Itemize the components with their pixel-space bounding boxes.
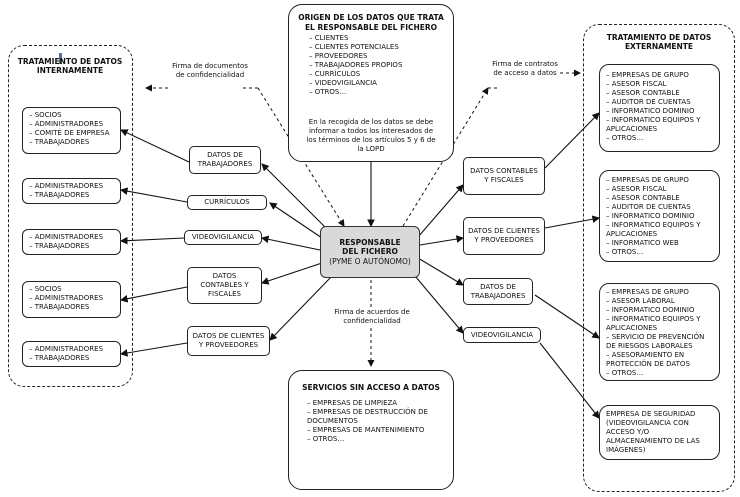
label-datos-contables: DATOS CONTABLES Y FISCALES <box>187 267 262 304</box>
list-item: – INFORMATICO DOMINIO <box>606 212 695 220</box>
internal-panel-title: TRATAMIENTO DE DATOS INTERNAMENTE <box>17 57 123 75</box>
list-item: – AUDITOR DE CUENTAS <box>606 98 691 106</box>
list-item: – CURRÍCULOS <box>309 70 361 78</box>
list-item: – INFORMATICO DOMINIO <box>606 306 695 314</box>
internal-group-1: – SOCIOS – ADMINISTRADORES – COMITÉ DE E… <box>22 107 121 154</box>
list-item: – ADMINISTRADORES <box>29 294 104 302</box>
label-videovigilancia: VIDEOVIGILANCIA <box>184 230 262 245</box>
arrow-to-r-contables <box>417 184 464 238</box>
list-item: – ADMINISTRADORES <box>29 120 104 128</box>
list-item: – CLIENTES <box>309 34 349 42</box>
arrow-to-datos-contables <box>260 261 326 285</box>
list-item: – TRABAJADORES PROPIOS <box>309 61 403 69</box>
central-title: RESPONSABLE DEL FICHERO <box>339 237 401 257</box>
label-r-datos-contables: DATOS CONTABLES Y FISCALES <box>463 157 545 195</box>
internal-group-5: – ADMINISTRADORES – TRABAJADORES <box>22 341 121 367</box>
list-item: – AUDITOR DE CUENTAS <box>606 203 691 211</box>
list-item: – COMITÉ DE EMPRESA <box>29 129 110 137</box>
list-item: – VIDEOVIGILANCIA <box>309 79 377 87</box>
internal-panel <box>8 45 133 387</box>
origin-note: En la recogida de los datos se debe info… <box>305 118 437 154</box>
label-datos-trabajadores: DATOS DE TRABAJADORES <box>189 146 261 174</box>
arrow-to-r-group-1 <box>544 112 600 169</box>
list-item: – SERVICIO DE PREVENCIÓN DE RIESGOS LABO… <box>606 333 705 350</box>
list-item: – ASESOR FISCAL <box>606 185 667 193</box>
external-panel-title: TRATAMIENTO DE DATOS EXTERNAMENTE <box>606 33 712 51</box>
list-item: – INFORMATICO EQUIPOS Y APLICACIONES <box>606 315 701 332</box>
list-item: – ASESORAMIENTO EN PROTECCIÓN DE DATOS <box>606 351 690 368</box>
services-title: SERVICIOS SIN ACCESO A DATOS <box>302 383 440 392</box>
arrow-to-r-trabajadores <box>417 257 464 286</box>
label-datos-clientes: DATOS DE CLIENTES Y PROVEEDORES <box>187 326 270 356</box>
list-item: – SOCIOS <box>29 285 62 293</box>
list-item: – OTROS… <box>606 134 644 142</box>
internal-group-4: – SOCIOS – ADMINISTRADORES – TRABAJADORE… <box>22 281 121 318</box>
arrow-to-r-video <box>409 269 464 334</box>
arrow-to-r-clientes <box>419 235 465 246</box>
list-item: – ASESOR CONTABLE <box>606 194 680 202</box>
list-item: – ADMINISTRADORES <box>29 345 104 353</box>
list-item: – EMPRESAS DE MANTENIMIENTO <box>307 425 425 434</box>
list-item: – ADMINISTRADORES <box>29 233 104 241</box>
label-r-datos-trabajadores: DATOS DE TRABAJADORES <box>463 278 533 305</box>
list-item: – TRABAJADORES <box>29 242 90 250</box>
list-item: – INFORMATICO WEB <box>606 239 679 247</box>
external-group-2: – EMPRESAS DE GRUPO – ASESOR FISCAL – AS… <box>599 170 720 262</box>
internal-group-2: – ADMINISTRADORES – TRABAJADORES <box>22 178 121 204</box>
arrow-to-curriculos <box>269 202 326 241</box>
list-item: – CLIENTES POTENCIALES <box>309 43 399 51</box>
list-item: – ASESOR LABORAL <box>606 297 675 305</box>
list-item: – SOCIOS <box>29 111 62 119</box>
list-item: – OTROS… <box>309 88 347 96</box>
list-item: – INFORMATICO EQUIPOS Y APLICACIONES <box>606 116 701 133</box>
central-subtitle: (PYME O AUTÓNOMO) <box>329 256 411 266</box>
list-item: – PROVEEDORES <box>309 52 368 60</box>
list-item: EMPRESA DE SEGURIDAD (VIDEOVIGILANCIA CO… <box>606 410 700 454</box>
label-r-datos-clientes: DATOS DE CLIENTES Y PROVEEDORES <box>463 217 545 255</box>
list-item: – TRABAJADORES <box>29 191 90 199</box>
list-item: – EMPRESAS DE GRUPO <box>606 176 689 184</box>
list-item: – INFORMATICO DOMINIO <box>606 107 695 115</box>
arrow-to-videovigilancia <box>260 235 321 251</box>
arrow-to-group-3 <box>119 236 185 245</box>
arrow-to-r-group-4 <box>539 342 600 419</box>
list-item: – TRABAJADORES <box>29 138 90 146</box>
arrow-to-datos-clientes <box>269 274 334 341</box>
list-item: – INFORMATICO EQUIPOS Y APLICACIONES <box>606 221 701 238</box>
services-box: SERVICIOS SIN ACCESO A DATOS – EMPRESAS … <box>288 370 454 490</box>
list-item: – ASESOR FISCAL <box>606 80 667 88</box>
list-item: – TRABAJADORES <box>29 354 90 362</box>
label-curriculos: CURRÍCULOS <box>187 195 267 210</box>
list-item: – OTROS… <box>307 434 345 443</box>
central-box: RESPONSABLE DEL FICHERO (PYME O AUTÓNOMO… <box>320 226 420 278</box>
list-item: – EMPRESAS DE DESTRUCCIÓN DE DOCUMENTOS <box>307 407 428 425</box>
list-item: – EMPRESAS DE GRUPO <box>606 288 689 296</box>
left-note: Firma de documentos de confidencialidad <box>172 62 248 79</box>
list-item: – OTROS… <box>606 369 644 377</box>
bottom-note: Firma de acuerdos de confidencialidad <box>332 308 412 326</box>
external-group-3: – EMPRESAS DE GRUPO – ASESOR LABORAL – I… <box>599 283 720 381</box>
text-cursor <box>59 53 62 64</box>
arrow-to-r-group-3 <box>534 294 600 339</box>
origin-title: ORIGEN DE LOS DATOS QUE TRATA EL RESPONS… <box>298 13 444 32</box>
list-item: – EMPRESAS DE LIMPIEZA <box>307 398 398 407</box>
right-note: Firma de contratos de acceso a datos <box>492 60 558 77</box>
list-item: – TRABAJADORES <box>29 303 90 311</box>
arrow-to-datos-trabajadores <box>261 163 331 233</box>
list-item: – OTROS… <box>606 248 644 256</box>
internal-group-3: – ADMINISTRADORES – TRABAJADORES <box>22 229 121 255</box>
external-group-4: EMPRESA DE SEGURIDAD (VIDEOVIGILANCIA CO… <box>599 405 720 460</box>
label-r-videovigilancia: VIDEOVIGILANCIA <box>463 327 541 343</box>
external-group-1: – EMPRESAS DE GRUPO – ASESOR FISCAL – AS… <box>599 64 720 152</box>
list-item: – ASESOR CONTABLE <box>606 89 680 97</box>
list-item: – ADMINISTRADORES <box>29 182 104 190</box>
arrow-to-r-group-2 <box>544 215 601 229</box>
external-panel <box>583 24 735 492</box>
list-item: – EMPRESAS DE GRUPO <box>606 71 689 79</box>
